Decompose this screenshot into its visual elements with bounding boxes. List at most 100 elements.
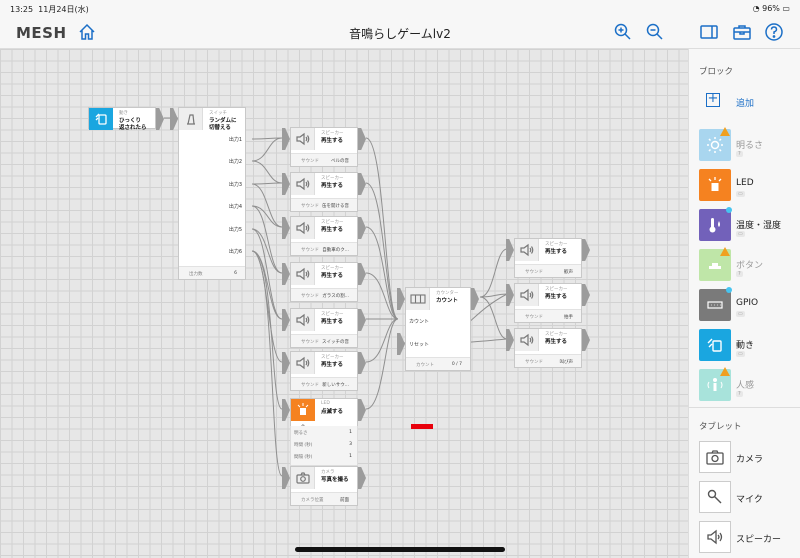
warning-icon — [720, 127, 730, 136]
led-time-label: 時間 (秒) — [294, 443, 313, 448]
block-item-led[interactable]: LED ▭ — [699, 169, 799, 203]
input-port[interactable] — [506, 329, 514, 351]
tablet-item-label: スピーカー — [736, 535, 782, 545]
input-port[interactable] — [506, 239, 514, 261]
output-label: 出力1 — [228, 137, 242, 143]
block-label: カウント — [436, 298, 459, 304]
output-port[interactable] — [358, 173, 366, 195]
motion-trigger-block[interactable]: 動き ひっくり 返されたら — [88, 107, 164, 131]
output-port[interactable] — [582, 284, 590, 306]
block-item-label: 温度・湿度 — [736, 221, 782, 231]
output-port[interactable] — [358, 128, 366, 150]
battery-indicator: ? — [736, 391, 743, 397]
add-icon[interactable]: + — [706, 91, 720, 107]
block-item-gpio[interactable]: GPIO ▭ — [699, 287, 799, 323]
output-port[interactable] — [358, 352, 366, 374]
led-interval-label: 間隔 (秒) — [294, 455, 313, 460]
connected-dot — [726, 287, 732, 293]
input-port[interactable] — [506, 284, 514, 306]
speaker-block-5[interactable]: スピーカー 再生する サウンドスイッチの音 — [282, 308, 366, 348]
panel-toggle-icon[interactable] — [699, 22, 719, 42]
input-port[interactable] — [282, 467, 290, 489]
output-label: 出力3 — [228, 182, 242, 188]
tablet-item-camera[interactable]: カメラ — [699, 441, 799, 475]
led-brightness-value[interactable]: 1 — [349, 430, 352, 435]
led-interval-value[interactable]: 1 — [349, 454, 352, 459]
app-logo: MESH — [16, 24, 67, 42]
input-port[interactable] — [282, 352, 290, 374]
speaker-block-4[interactable]: スピーカー 再生する サウンドガラスの割... — [282, 262, 366, 302]
zoom-in-icon[interactable] — [613, 22, 633, 42]
tablet-item-label: カメラ — [736, 455, 764, 465]
battery-indicator: ▭ — [736, 231, 745, 237]
blocks-header: ブロック — [699, 67, 734, 77]
help-icon[interactable] — [764, 22, 784, 42]
output-label: 出力5 — [228, 227, 242, 233]
input-port[interactable] — [170, 108, 178, 130]
program-canvas[interactable]: 動き ひっくり 返されたら スイッチ ランダムに 切替える 出力1 出力2 出力… — [0, 49, 688, 558]
reset-port[interactable] — [397, 333, 405, 355]
reset-input-label: リセット — [409, 342, 430, 348]
output-port[interactable] — [156, 108, 164, 130]
output-port[interactable] — [358, 263, 366, 285]
counter-icon — [406, 288, 430, 310]
led-color-swatch[interactable] — [411, 424, 433, 429]
input-port[interactable] — [282, 309, 290, 331]
status-battery: ◔ 96% ▭ — [752, 4, 790, 13]
block-item-brightness[interactable]: 明るさ ? — [699, 127, 799, 163]
speaker-icon — [291, 263, 315, 285]
camera-block[interactable]: カメラ 写真を撮る カメラ位置前面 — [282, 466, 366, 506]
block-item-motion[interactable]: 動き ▭ — [699, 329, 799, 363]
output-port[interactable] — [358, 399, 366, 421]
right-speaker-block-2[interactable]: スピーカー 再生する サウンド拍手 — [506, 283, 590, 323]
block-category: スピーカー — [321, 131, 344, 136]
output-port[interactable] — [358, 309, 366, 331]
battery-indicator: ▭ — [736, 311, 745, 317]
input-port[interactable] — [282, 173, 290, 195]
speaker-block-3[interactable]: スピーカー 再生する サウンド自動車のク... — [282, 216, 366, 256]
zoom-out-icon[interactable] — [645, 22, 665, 42]
input-port[interactable] — [282, 263, 290, 285]
speaker-block-1[interactable]: スピーカー 再生する サウンドベルの音 — [282, 127, 366, 167]
speaker-block-2[interactable]: スピーカー 再生する サウンド缶を開ける音 — [282, 172, 366, 212]
input-port[interactable] — [397, 288, 405, 310]
output-port[interactable] — [358, 467, 366, 489]
tablet-item-microphone[interactable]: マイク — [699, 481, 799, 515]
block-footer: サウンド歓声 — [515, 264, 581, 277]
speaker-icon — [291, 173, 315, 195]
input-port[interactable] — [282, 217, 290, 239]
battery-indicator: ? — [736, 271, 743, 277]
block-footer: サウンド自動車のク... — [291, 242, 357, 255]
warning-icon — [720, 247, 730, 256]
right-speaker-block-3[interactable]: スピーカー 再生する サウンド叫び声 — [506, 328, 590, 368]
block-category: スイッチ — [209, 111, 227, 116]
block-label: 再生する — [321, 319, 344, 325]
output-port[interactable] — [358, 217, 366, 239]
output-port[interactable] — [471, 288, 479, 310]
output-port[interactable] — [582, 239, 590, 261]
input-port[interactable] — [282, 128, 290, 150]
input-port[interactable] — [282, 399, 290, 421]
tablet-item-speaker[interactable]: スピーカー — [699, 521, 799, 555]
block-category: スピーカー — [321, 312, 344, 317]
add-button[interactable]: 追加 — [736, 99, 755, 109]
block-item-label: ボタン — [736, 261, 764, 271]
block-item-temperature[interactable]: 温度・湿度 ▭ — [699, 207, 799, 243]
block-item-human[interactable]: 人感 ? — [699, 367, 799, 403]
battery-indicator: ▭ — [736, 191, 745, 197]
led-time-value[interactable]: 3 — [349, 442, 352, 447]
switch-block[interactable]: スイッチ ランダムに 切替える 出力1 出力2 出力3 出力4 出力5 出力6 … — [170, 107, 246, 280]
speaker-block-6[interactable]: スピーカー 再生する サウンド新しいサウ... — [282, 351, 366, 391]
output-port[interactable] — [582, 329, 590, 351]
tablet-item-label: マイク — [736, 495, 763, 505]
block-item-button[interactable]: ボタン ? — [699, 247, 799, 283]
toolbox-icon[interactable] — [732, 22, 752, 42]
right-speaker-block-1[interactable]: スピーカー 再生する サウンド歓声 — [506, 238, 590, 278]
count-input-label: カウント — [409, 319, 430, 325]
status-bar: 13:25 11月24日(水) ◔ 96% ▭ — [0, 0, 800, 16]
block-label: 再生する — [545, 294, 568, 300]
block-label: 再生する — [545, 339, 568, 345]
camera-icon — [699, 441, 731, 473]
home-icon[interactable] — [77, 22, 97, 42]
